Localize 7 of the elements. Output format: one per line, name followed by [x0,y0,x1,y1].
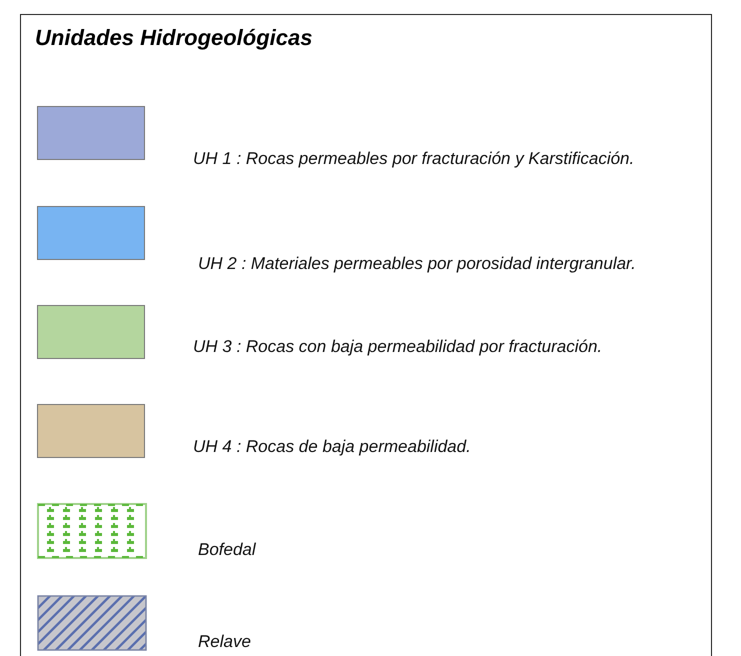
legend-title: Unidades Hidrogeológicas [35,25,312,51]
legend-label: UH 1 : Rocas permeables por fracturación y Karstificación. [193,148,636,169]
legend-label: Relave [198,631,252,652]
legend-label: UH 4 : Rocas de baja permeabilidad. [193,436,472,457]
legend-label: Bofedal [198,539,257,560]
legend-label: UH 3 : Rocas con baja permeabilidad por fracturación. [193,336,604,357]
legend-label: UH 2 : Materiales permeables por porosidad intergranular. [198,253,637,274]
